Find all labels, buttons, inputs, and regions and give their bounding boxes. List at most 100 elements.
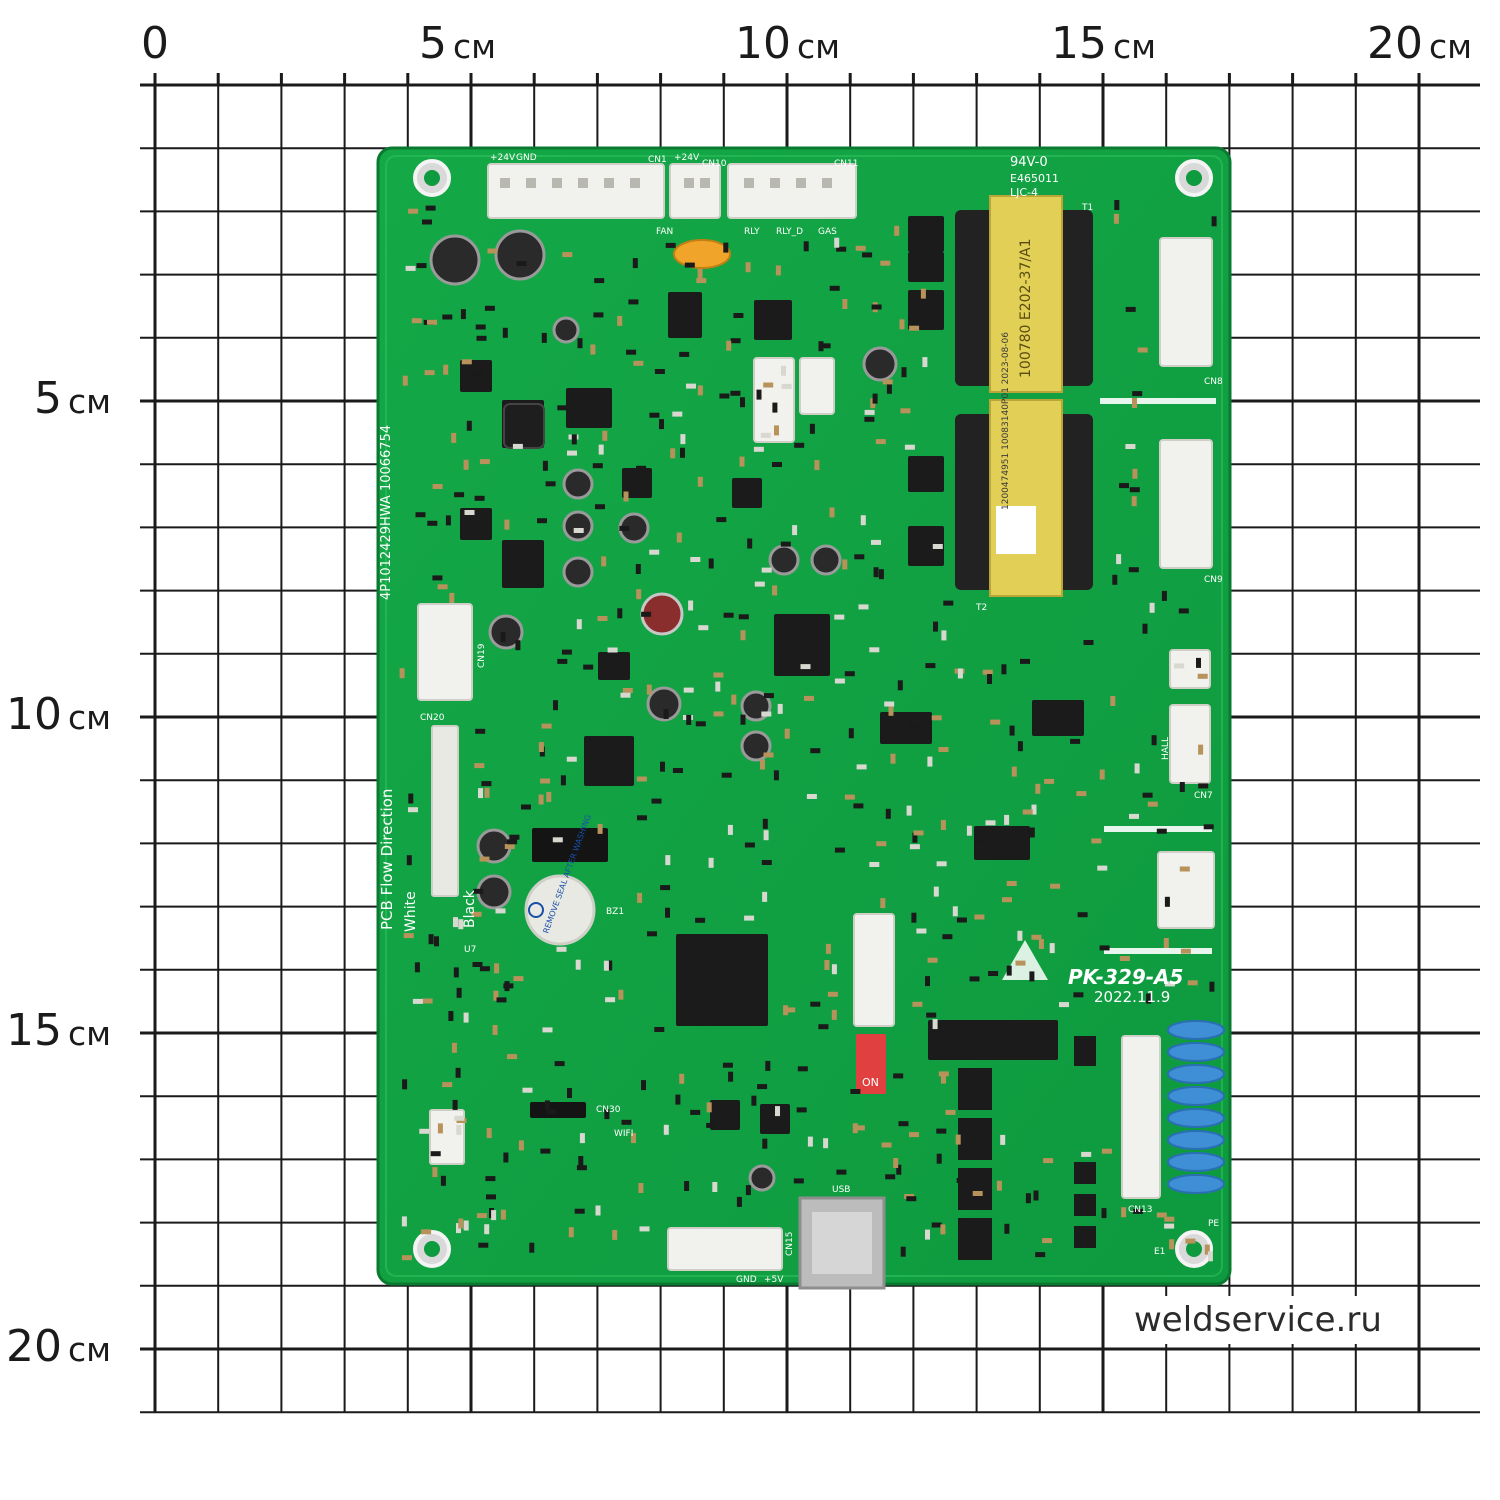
smd-part — [858, 604, 869, 610]
smd-part — [619, 525, 630, 531]
smd-part — [1164, 981, 1175, 987]
smd-part — [1142, 623, 1148, 634]
smd-part — [794, 442, 805, 448]
smd-part — [1174, 663, 1185, 669]
smd-part — [878, 569, 884, 580]
smd-part — [848, 728, 854, 739]
label-bz1: BZ1 — [606, 907, 624, 917]
smd-part — [909, 325, 920, 331]
smd-part — [854, 554, 865, 560]
smd-part — [463, 1012, 469, 1023]
smd-part — [464, 510, 475, 515]
smd-part — [660, 761, 665, 772]
smd-part — [908, 723, 919, 729]
smd-part — [698, 625, 709, 631]
smd-part — [800, 664, 811, 670]
label-cn20: CN20 — [420, 713, 445, 723]
smd-part — [804, 695, 814, 701]
smd-part — [665, 907, 670, 918]
ljc-mark: LJC-4 — [1010, 186, 1038, 199]
smd-part — [430, 1151, 441, 1157]
smd-part — [1083, 640, 1094, 645]
smd-part — [829, 285, 840, 291]
smd-part — [665, 242, 676, 248]
smd-part — [807, 1136, 813, 1147]
smd-part — [719, 393, 730, 399]
smd-part — [542, 1027, 553, 1033]
smd-part — [612, 1229, 618, 1240]
smd-part — [697, 476, 703, 487]
smd-part — [1146, 993, 1152, 1004]
smd-part — [445, 515, 451, 526]
label-cn13: CN13 — [1128, 1205, 1152, 1215]
smd-part — [509, 834, 520, 840]
smd-part — [931, 715, 942, 721]
smd-part — [541, 332, 547, 343]
smd-part — [500, 631, 506, 642]
smd-part — [647, 931, 657, 937]
smd-part — [695, 917, 706, 923]
smd-part — [777, 703, 783, 714]
smd-part — [925, 663, 936, 669]
smd-part — [912, 832, 918, 843]
smd-part — [974, 914, 985, 920]
smd-part — [512, 443, 523, 449]
smd-part — [632, 258, 638, 269]
smd-part — [672, 411, 683, 417]
label-p24v-1: +24V — [490, 153, 516, 163]
dip-on-label: ON — [862, 1076, 879, 1089]
smd-part — [592, 463, 603, 469]
smd-part — [478, 1242, 489, 1248]
smd-part — [784, 728, 790, 739]
smd-part — [1198, 744, 1204, 755]
smd-part — [927, 756, 933, 767]
smd-part — [680, 447, 685, 458]
smd-part — [649, 412, 660, 418]
smd-part — [1196, 657, 1201, 668]
smd-part — [1091, 838, 1102, 844]
label-cn1: CN1 — [648, 155, 667, 165]
smd-part — [651, 798, 662, 804]
smd-part — [730, 390, 741, 396]
smd-part — [1156, 828, 1167, 834]
smd-part — [1059, 1002, 1069, 1008]
smd-part — [985, 820, 996, 826]
smd-part — [1031, 934, 1042, 940]
smd-part — [739, 456, 745, 467]
label-t2: T2 — [975, 603, 987, 613]
smd-part — [888, 705, 894, 716]
smd-part — [496, 997, 507, 1003]
smd-part — [904, 444, 915, 450]
smd-part — [636, 465, 647, 471]
smd-part — [602, 430, 608, 441]
smd-part — [515, 640, 521, 651]
inductors — [503, 403, 545, 449]
smd-part — [900, 1246, 906, 1257]
smd-part — [494, 963, 500, 974]
smd-part — [638, 1183, 644, 1193]
smd-part — [1180, 948, 1191, 954]
smd-part — [553, 700, 558, 711]
smd-part — [987, 674, 992, 684]
smd-part — [761, 860, 772, 865]
watermark: weldservice.ru — [1124, 1296, 1392, 1344]
smd-part — [401, 1255, 412, 1261]
transformer-bottom-label: 1200474951 10083140P01 2023-08-06 — [1001, 332, 1011, 510]
smd-part — [716, 517, 727, 523]
label-rly-d: RLY_D — [776, 227, 803, 237]
smd-part — [637, 815, 647, 821]
smd-part — [933, 621, 938, 632]
smd-part — [712, 1182, 718, 1192]
smd-part — [1038, 939, 1044, 949]
smd-part — [595, 504, 605, 510]
label-usb: USB — [832, 1185, 850, 1195]
smd-part — [562, 252, 573, 258]
smd-part — [1134, 763, 1140, 774]
smd-part — [561, 649, 572, 655]
smd-part — [456, 987, 462, 998]
smd-part — [540, 1148, 551, 1154]
smd-part — [1017, 741, 1023, 752]
smd-part — [938, 747, 949, 752]
smd-part — [618, 989, 624, 1000]
smd-part — [885, 1174, 896, 1180]
